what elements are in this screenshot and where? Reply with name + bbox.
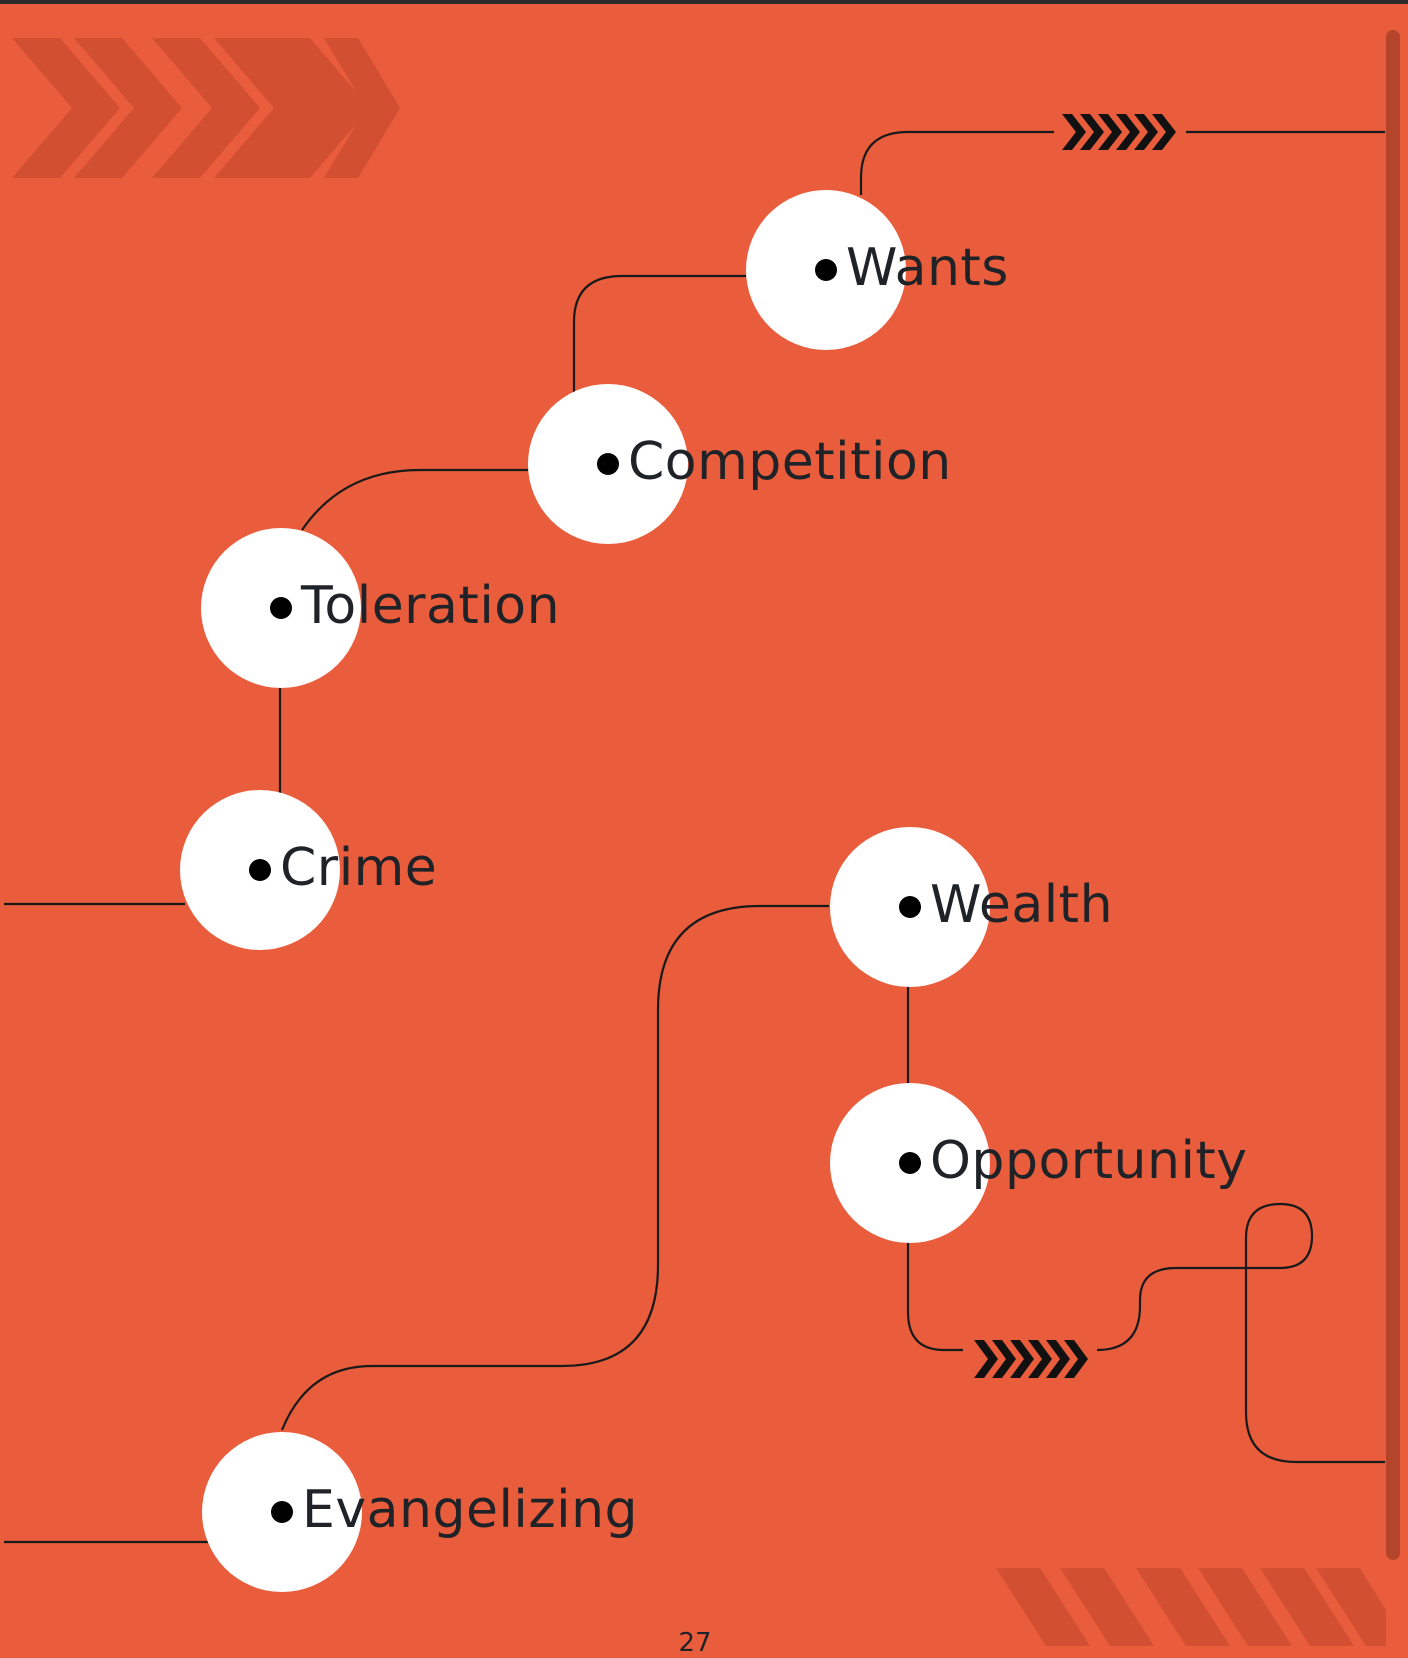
- node-competition: [528, 384, 688, 544]
- page-number: 27: [678, 1628, 712, 1658]
- node-label-wealth: Wealth: [930, 875, 1114, 935]
- node-bullet: [899, 1152, 921, 1174]
- vertical-scrollbar[interactable]: [1386, 30, 1400, 1560]
- decorative-chevrons-top-left: [12, 38, 400, 178]
- node-bullet: [270, 597, 292, 619]
- node-label-crime: Crime: [280, 838, 438, 898]
- node-label-wants: Wants: [846, 238, 1009, 298]
- chevron-arrows-icon: [1062, 114, 1176, 150]
- window-top-border: [0, 0, 1408, 4]
- connector-lines: [4, 130, 1385, 1544]
- node-label-toleration: Toleration: [301, 576, 561, 636]
- node-label-competition: Competition: [628, 432, 952, 492]
- node-bullet: [597, 453, 619, 475]
- node-crime: [180, 790, 340, 950]
- chevron-arrows-icon: [974, 1340, 1088, 1378]
- node-label-evangelizing: Evangelizing: [302, 1480, 639, 1540]
- node-wants: [746, 190, 906, 350]
- node-label-opportunity: Opportunity: [930, 1131, 1248, 1191]
- node-evangelizing: [202, 1432, 362, 1592]
- node-bullet: [815, 259, 837, 281]
- decorative-chevrons-bottom-right: [996, 1568, 1386, 1646]
- node-wealth: [830, 827, 990, 987]
- node-bullet: [899, 896, 921, 918]
- node-toleration: [201, 528, 361, 688]
- node-bullet: [271, 1501, 293, 1523]
- node-opportunity: [830, 1083, 990, 1243]
- node-bullet: [249, 859, 271, 881]
